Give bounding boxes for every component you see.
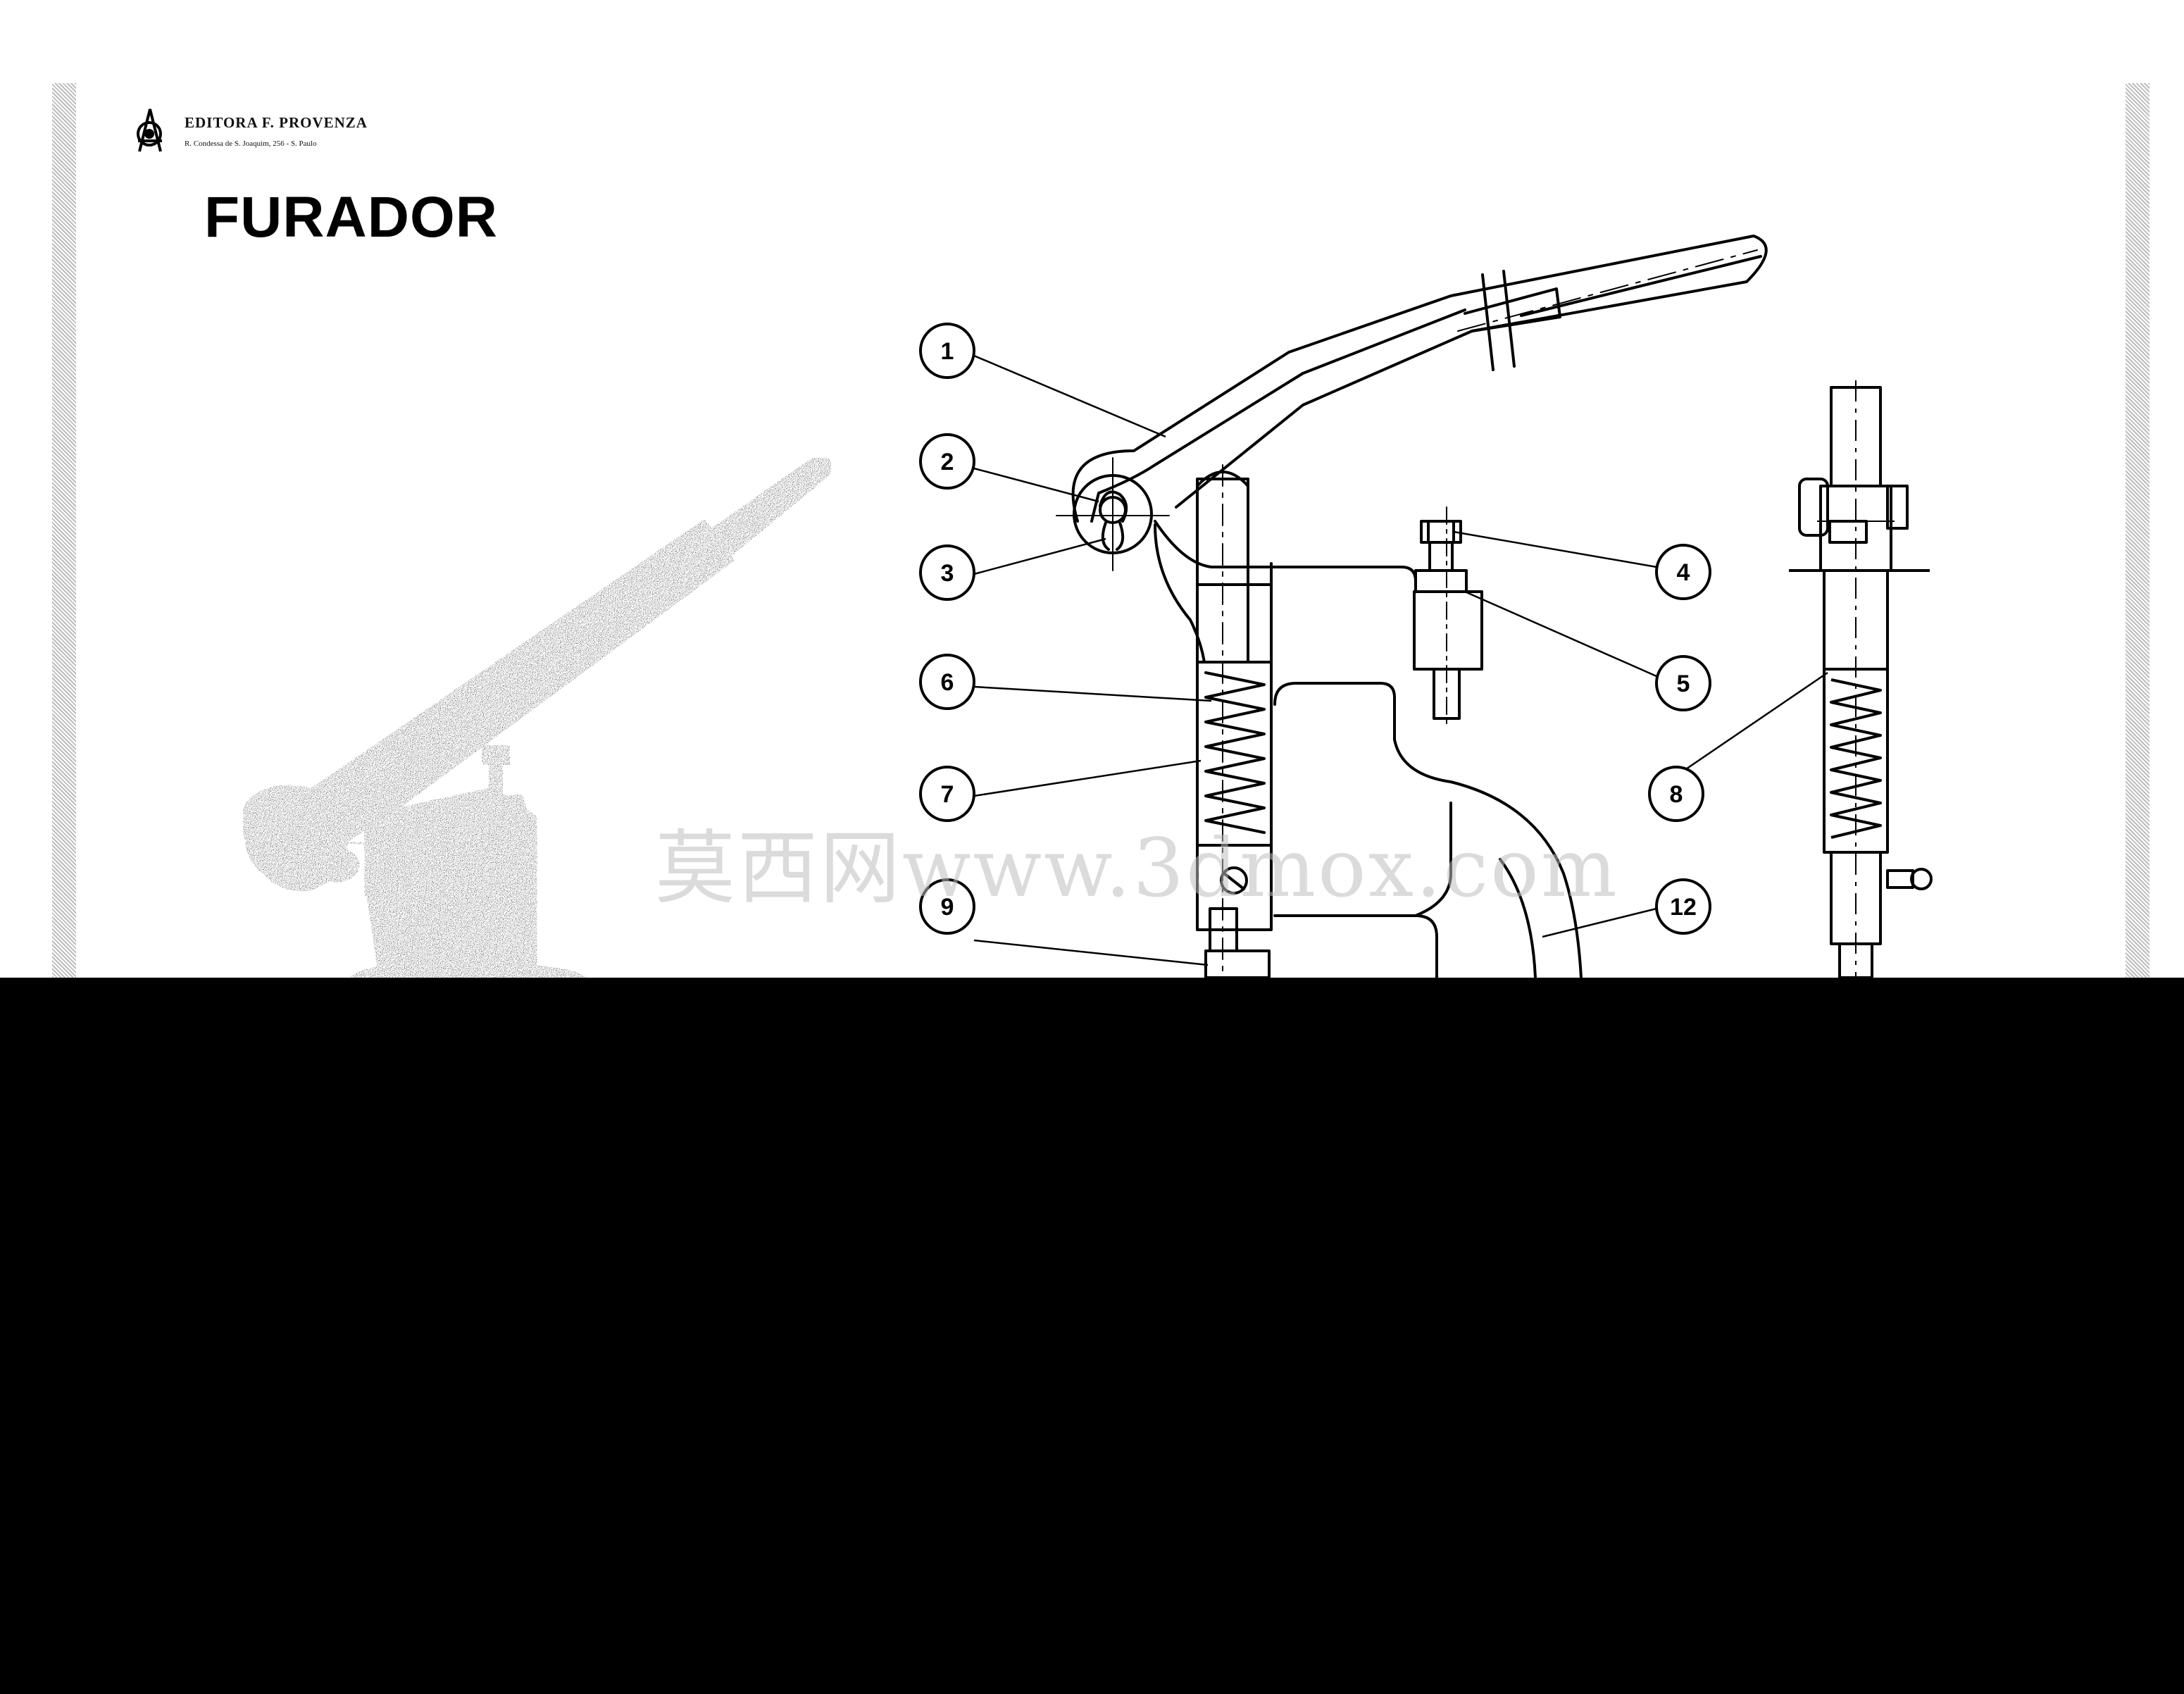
- callout-2: 2: [919, 433, 975, 490]
- callout-label: 8: [1670, 781, 1683, 808]
- callout-label: 5: [1677, 671, 1690, 697]
- sheet-edge-left: [52, 83, 76, 978]
- callout-4: 4: [1655, 544, 1711, 600]
- callout-label: 12: [1670, 894, 1697, 921]
- callout-1: 1: [919, 323, 975, 379]
- furador-front-view: [1789, 380, 1933, 979]
- sheet-edge-right: [2126, 83, 2149, 978]
- frame-outline: [1154, 520, 1417, 593]
- publisher-address: R. Condessa de S. Joaquim, 256 - S. Paul…: [185, 139, 317, 148]
- callout-9: 9: [919, 878, 975, 935]
- callout-label: 1: [941, 338, 954, 365]
- callout-6: 6: [919, 654, 975, 710]
- callout-3: 3: [919, 544, 975, 601]
- callout-label: 4: [1677, 559, 1690, 586]
- callout-label: 3: [941, 560, 954, 587]
- furador-perspective-illustration: [241, 456, 833, 980]
- callout-leaders: [973, 354, 1828, 966]
- callout-12: 12: [1655, 878, 1711, 935]
- handle-outline: [1071, 235, 1768, 523]
- masked-area: [0, 978, 2184, 1694]
- callout-label: 7: [941, 781, 954, 808]
- publisher-logo-icon: [137, 108, 162, 152]
- callout-7: 7: [919, 766, 975, 822]
- callout-label: 6: [941, 669, 954, 696]
- callout-label: 9: [941, 894, 954, 921]
- watermark-text: 莫西网www.3dmox.com: [655, 821, 1619, 915]
- callout-5: 5: [1655, 655, 1711, 711]
- callout-8: 8: [1648, 766, 1704, 822]
- publisher-name: EDITORA F. PROVENZA: [185, 114, 368, 131]
- sheet-title: FURADOR: [204, 185, 498, 249]
- callout-label: 2: [941, 449, 954, 475]
